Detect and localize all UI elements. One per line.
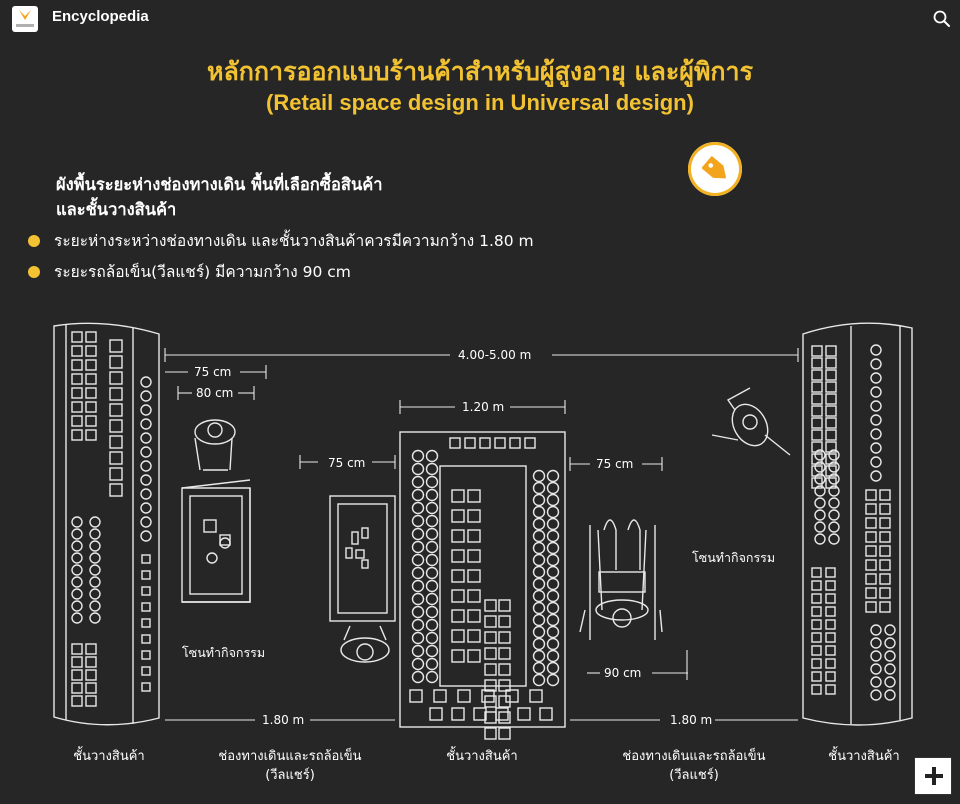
section-heading: ผังพื้นระยะห่างช่องทางเดิน พื้นที่เลือกซ… xyxy=(56,172,383,222)
bullet-item: ระยะรถล้อเข็น(วีลแชร์) มีความกว้าง 90 cm xyxy=(28,259,351,284)
label-aisle-left: ช่องทางเดินและรถล้อเข็น xyxy=(218,746,361,764)
dim-120m: 1.20 m xyxy=(462,400,504,414)
person-figure-left xyxy=(194,419,236,471)
expand-button[interactable] xyxy=(914,757,952,795)
dim-90cm: 90 cm xyxy=(604,666,641,680)
wheelchair-figure xyxy=(579,519,663,640)
dim-180m-right: 1.80 m xyxy=(670,713,712,727)
dim-75cm-middle: 75 cm xyxy=(328,456,365,470)
label-aisle-left-note: (วีลแชร์) xyxy=(265,767,315,783)
page-title-english: (Retail space design in Universal design… xyxy=(266,90,694,115)
dim-75cm-left: 75 cm xyxy=(194,365,231,379)
shelf-left xyxy=(53,322,160,726)
dim-180m-left: 1.80 m xyxy=(262,713,304,727)
section-heading-line2: และชั้นวางสินค้า xyxy=(56,200,177,219)
person-figure-middle xyxy=(340,625,390,663)
shelf-center xyxy=(399,431,566,740)
app-title: Encyclopedia xyxy=(52,8,149,25)
shelf-right xyxy=(802,322,913,726)
label-shelf-left: ชั้นวางสินค้า xyxy=(73,746,144,764)
dim-total: 4.00-5.00 m xyxy=(458,348,531,362)
page-title-thai: หลักการออกแบบร้านค้าสำหรับผู้สูงอายุ และ… xyxy=(206,57,754,86)
bullet-dot xyxy=(28,235,40,247)
label-aisle-right-note: (วีลแชร์) xyxy=(669,767,719,783)
dim-80cm: 80 cm xyxy=(196,386,233,400)
label-shelf-right: ชั้นวางสินค้า xyxy=(828,746,899,764)
section-heading-line1: ผังพื้นระยะห่างช่องทางเดิน พื้นที่เลือกซ… xyxy=(56,175,383,194)
price-tag-icon xyxy=(701,156,726,179)
display-table-left xyxy=(181,479,251,603)
app-logo[interactable] xyxy=(12,6,38,32)
bullet-item: ระยะห่างระหว่างช่องทางเดิน และชั้นวางสิน… xyxy=(28,228,534,253)
dimension-lines xyxy=(164,348,799,721)
label-shelf-center: ชั้นวางสินค้า xyxy=(446,746,517,764)
bullet-text: ระยะรถล้อเข็น(วีลแชร์) มีความกว้าง 90 cm xyxy=(54,263,351,281)
person-figure-right xyxy=(711,387,791,456)
search-button[interactable] xyxy=(932,9,952,29)
display-table-middle xyxy=(329,495,396,622)
search-icon xyxy=(933,10,950,27)
dim-75cm-right: 75 cm xyxy=(596,457,633,471)
top-bar: Encyclopedia xyxy=(0,0,960,38)
zone-label-right: โซนทำกิจกรรม xyxy=(692,550,775,565)
bullet-dot xyxy=(28,266,40,278)
tag-badge xyxy=(688,142,742,196)
zone-label-left: โซนทำกิจกรรม xyxy=(182,645,265,660)
floor-plan: 75 cm 80 cm 4.00-5.00 m 1.20 m 75 cm 75 … xyxy=(53,322,913,783)
label-aisle-right: ช่องทางเดินและรถล้อเข็น xyxy=(622,746,765,764)
bullet-text: ระยะห่างระหว่างช่องทางเดิน และชั้นวางสิน… xyxy=(54,232,534,250)
